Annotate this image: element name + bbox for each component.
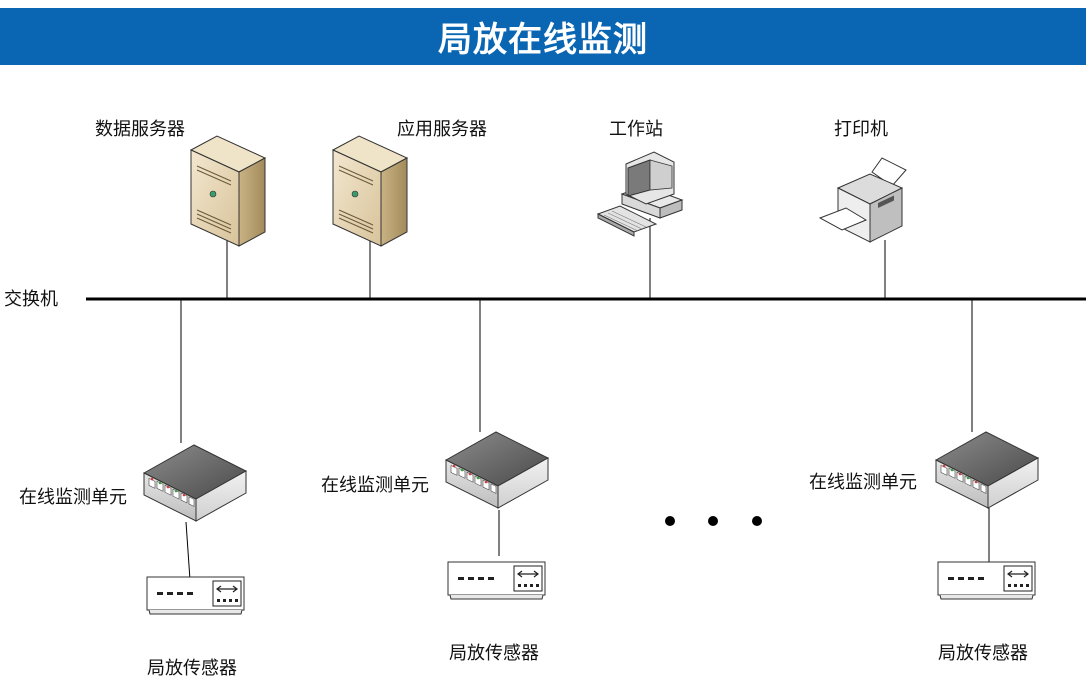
printer-label: 打印机 xyxy=(834,119,888,140)
unit-3-switch-icon xyxy=(935,431,1039,509)
sensor-1-label: 局放传感器 xyxy=(147,658,237,679)
sensor-3-label: 局放传感器 xyxy=(938,643,1028,664)
sensor-2-device-icon xyxy=(447,561,546,600)
ellipsis-icon xyxy=(665,516,762,526)
switch-label: 交换机 xyxy=(4,289,58,310)
page-title: 局放在线监测 xyxy=(438,20,648,60)
data-server-label: 数据服务器 xyxy=(95,119,185,140)
sensor-3-device-icon xyxy=(937,561,1036,600)
workstation-icon xyxy=(596,151,684,237)
sensor-2-label: 局放传感器 xyxy=(449,643,539,664)
app-server-label: 应用服务器 xyxy=(397,119,487,140)
unit-1-label: 在线监测单元 xyxy=(19,487,127,508)
unit-2-switch-icon xyxy=(445,431,549,509)
workstation-label: 工作站 xyxy=(609,119,663,140)
app-server-icon xyxy=(332,135,408,247)
sensor-1-device-icon xyxy=(146,576,245,615)
sensor-1-link xyxy=(185,521,191,581)
unit-2-label: 在线监测单元 xyxy=(321,475,429,496)
title-banner: 局放在线监测 xyxy=(0,8,1086,65)
data-server-icon xyxy=(190,135,266,247)
unit-3-label: 在线监测单元 xyxy=(809,472,917,493)
unit-1-switch-icon xyxy=(143,444,247,522)
printer-icon xyxy=(818,157,907,243)
